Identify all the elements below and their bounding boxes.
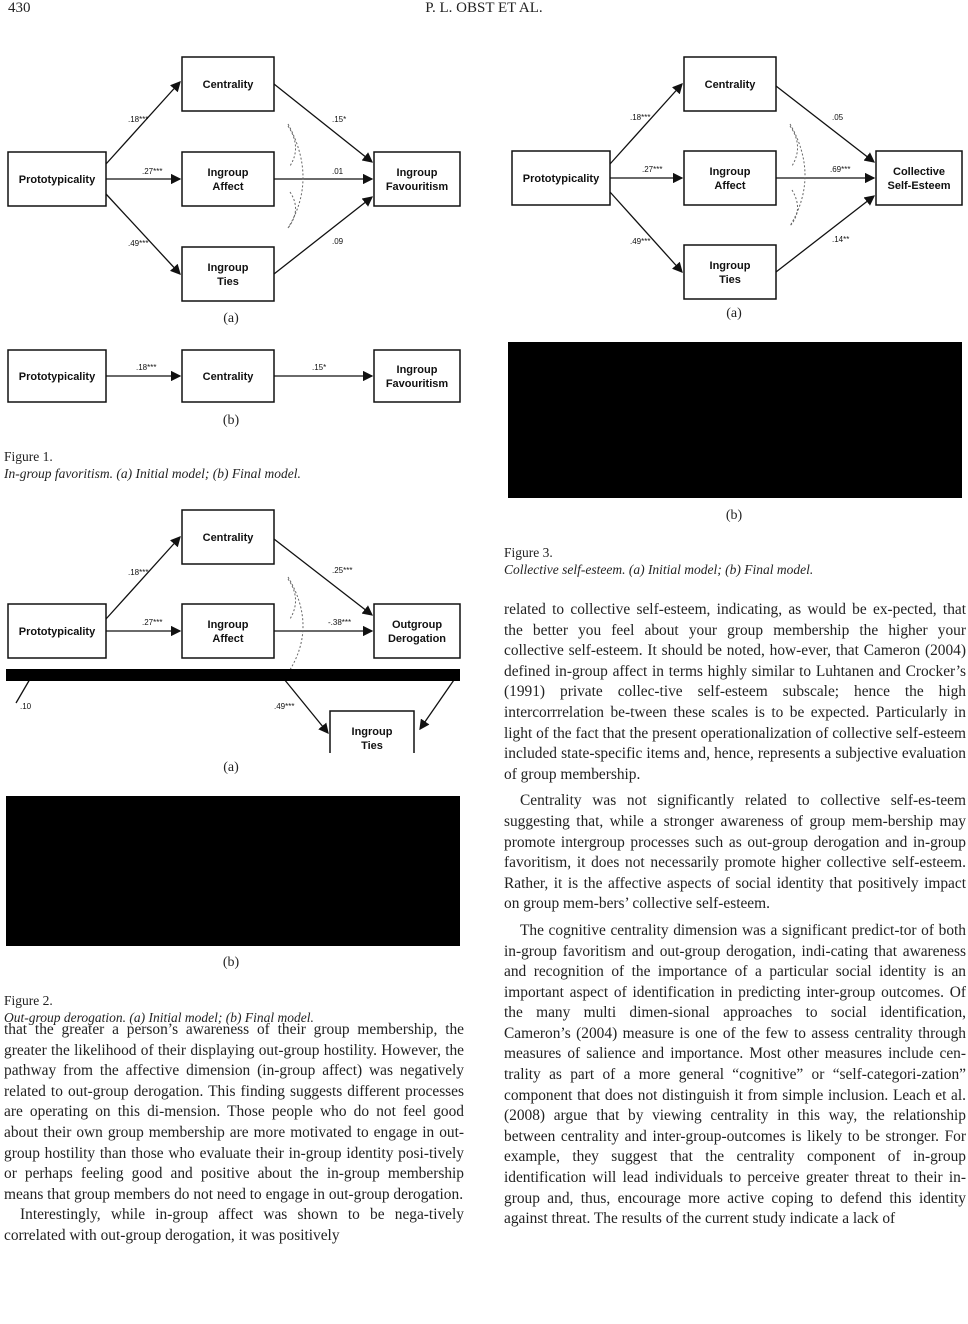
- node-ingroup-affect: [181, 603, 275, 659]
- figure2-sub-b: (b): [222, 955, 240, 970]
- coef-proto-ties: .49***: [630, 237, 650, 246]
- node-ingroup-ties-line1: Ingroup: [208, 262, 249, 274]
- paragraph: related to collective self-esteem, indic…: [504, 601, 966, 783]
- coef-ties-outcome: .14**: [832, 235, 849, 244]
- coef-centrality-outcome: .05: [832, 113, 844, 122]
- page-number: 430: [8, 0, 31, 16]
- figure2-label: Figure 2.: [4, 993, 53, 1008]
- redaction-bar: [6, 669, 460, 681]
- figure2b-redacted-panel: [6, 796, 460, 946]
- figure1b-path-diagram: Prototypicality Centrality Ingroup Favou…: [6, 348, 462, 406]
- node-ingroup-affect-line1: Ingroup: [710, 166, 751, 178]
- node-ingroup-ties: [181, 246, 275, 302]
- coef-affect-outcome: .69***: [830, 165, 850, 174]
- figure2a-path-diagram: Prototypicality Centrality Ingroup Affec…: [6, 507, 462, 753]
- node-prototypicality: [7, 603, 107, 659]
- coef-proto-affect: .27***: [142, 618, 162, 627]
- node-centrality: [181, 349, 275, 403]
- figure3-caption: Figure 3. Collective self-esteem. (a) In…: [504, 544, 964, 578]
- coef-centrality-outcome: .15*: [332, 115, 346, 124]
- node-ingroup-affect-line1: Ingroup: [208, 167, 249, 179]
- node-prototypicality-label: Prototypicality: [19, 626, 96, 638]
- node-prototypicality: [7, 349, 107, 403]
- node-ingroup-favouritism-line1: Ingroup: [397, 167, 438, 179]
- node-ingroup-ties: [683, 244, 777, 300]
- figure2-sub-a: (a): [223, 760, 239, 775]
- figure3-label: Figure 3.: [504, 545, 553, 560]
- coef-left: .10: [20, 702, 32, 711]
- figure3a-path-diagram: Prototypicality Centrality Ingroup Affec…: [510, 54, 966, 300]
- node-collective-self-esteem-line2: Self-Esteem: [888, 180, 951, 192]
- node-ingroup-affect-line2: Affect: [212, 633, 244, 645]
- node-centrality-label: Centrality: [203, 79, 255, 91]
- node-prototypicality-label: Prototypicality: [19, 371, 96, 383]
- paragraph: Interestingly, while in-group affect was…: [4, 1206, 464, 1244]
- node-prototypicality: [511, 150, 611, 206]
- node-ingroup-favouritism-line2: Favouritism: [386, 378, 449, 390]
- coef-proto-ties: .49***: [128, 239, 148, 248]
- node-centrality: [181, 509, 275, 565]
- figure1a-path-diagram: Prototypicality Centrality Ingroup Affec…: [6, 52, 462, 302]
- node-outgroup-derogation: [373, 603, 461, 659]
- running-head: P. L. OBST ET AL.: [425, 0, 543, 16]
- paragraph: that the greater a person’s awareness of…: [4, 1021, 464, 1203]
- coef-proto-centrality: .18***: [128, 115, 148, 124]
- coef-ties: .49***: [274, 702, 294, 711]
- node-collective-self-esteem: [875, 150, 963, 206]
- node-ingroup-ties-line1: Ingroup: [352, 726, 393, 738]
- node-outgroup-derogation-line2: Derogation: [388, 633, 446, 645]
- node-ingroup-favouritism: [373, 151, 461, 207]
- figure1-sub-a: (a): [223, 311, 239, 326]
- node-prototypicality: [7, 151, 107, 207]
- node-ingroup-affect-line2: Affect: [714, 180, 746, 192]
- figure1-title: In-group favoritism. (a) Initial model; …: [4, 466, 301, 481]
- coef-proto-centrality: .18***: [128, 568, 148, 577]
- node-prototypicality-label: Prototypicality: [523, 173, 600, 185]
- figure3b-redacted-panel: [508, 342, 962, 498]
- node-centrality-label: Centrality: [203, 371, 255, 383]
- paragraph: The cognitive centrality dimension was a…: [504, 921, 966, 1228]
- node-outgroup-derogation-line1: Outgroup: [392, 619, 442, 631]
- figure1-label: Figure 1.: [4, 449, 53, 464]
- node-ingroup-affect-line1: Ingroup: [208, 619, 249, 631]
- node-centrality: [181, 56, 275, 112]
- node-ingroup-ties-line1: Ingroup: [710, 260, 751, 272]
- coef-affect-outcome: .01: [332, 167, 344, 176]
- figure1-sub-b: (b): [222, 413, 240, 428]
- node-ingroup-favouritism-line2: Favouritism: [386, 181, 449, 193]
- node-ingroup-affect: [683, 150, 777, 206]
- coef-proto-centrality: .18***: [630, 113, 650, 122]
- paragraph: Centrality was not significantly related…: [504, 792, 966, 913]
- coef-proto-affect: .27***: [642, 165, 662, 174]
- figure2-caption: Figure 2. Out-group derogation. (a) Init…: [4, 992, 464, 1026]
- node-prototypicality-label: Prototypicality: [19, 174, 96, 186]
- coef-proto-centrality: .18***: [136, 363, 156, 372]
- figure1-caption: Figure 1. In-group favoritism. (a) Initi…: [4, 448, 464, 482]
- node-ingroup-ties: [329, 710, 415, 753]
- node-ingroup-ties-line2: Ties: [719, 274, 741, 286]
- figure3-title: Collective self-esteem. (a) Initial mode…: [504, 562, 814, 577]
- node-ingroup-favouritism: [373, 349, 461, 403]
- node-centrality-label: Centrality: [705, 79, 757, 91]
- node-ingroup-ties-line2: Ties: [217, 276, 239, 288]
- node-ingroup-favouritism-line1: Ingroup: [397, 364, 438, 376]
- figure3-sub-a: (a): [726, 306, 742, 321]
- coef-proto-affect: .27***: [142, 167, 162, 176]
- node-centrality-label: Centrality: [203, 532, 255, 544]
- node-ingroup-affect-line2: Affect: [212, 181, 244, 193]
- node-centrality: [683, 56, 777, 112]
- left-column-text: that the greater a person’s awareness of…: [4, 1020, 464, 1247]
- node-ingroup-ties-line2: Ties: [361, 740, 383, 752]
- coef-centrality-outcome: .25***: [332, 566, 352, 575]
- coef-affect-outcome: -.38***: [328, 618, 351, 627]
- coef-ties-outcome: .09: [332, 237, 344, 246]
- figure2-title: Out-group derogation. (a) Initial model;…: [4, 1010, 314, 1025]
- right-column-text: related to collective self-esteem, indic…: [504, 600, 966, 1230]
- coef-centrality-outcome: .15*: [312, 363, 326, 372]
- figure3-sub-b: (b): [725, 508, 743, 523]
- node-ingroup-affect: [181, 151, 275, 207]
- node-collective-self-esteem-line1: Collective: [893, 166, 945, 178]
